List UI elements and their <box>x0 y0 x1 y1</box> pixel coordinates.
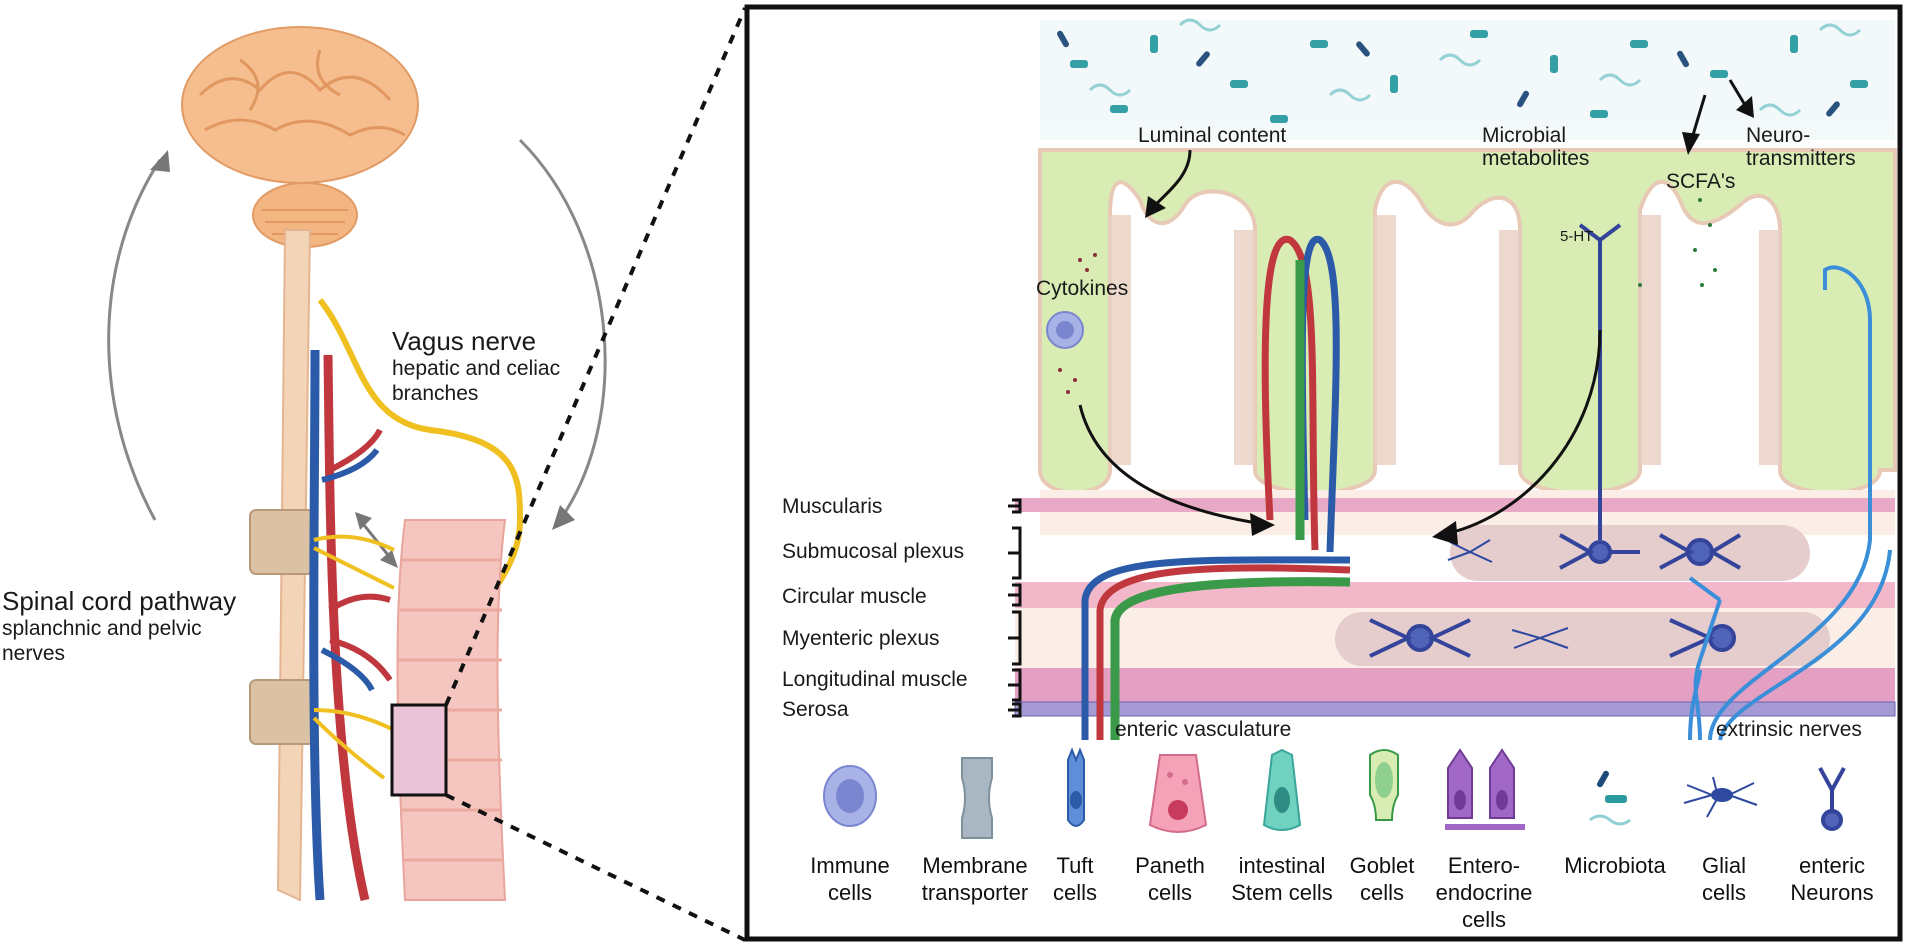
zoom-box <box>390 703 448 797</box>
vagus-nerve-subtitle: hepatic and celiac branches <box>392 357 561 405</box>
epithelium <box>1109 215 1781 465</box>
serotonin-label: 5-HT <box>1560 228 1594 245</box>
layer-serosa: Serosa <box>782 698 849 721</box>
legend-label-immune: Immune cells <box>810 853 890 905</box>
paneth-cell-icon <box>1148 754 1208 833</box>
legend-label-enteric-neurons: enteric Neurons <box>1790 853 1874 905</box>
cytokines-label: Cytokines <box>1036 277 1129 300</box>
enteric-vasculature <box>1081 235 1351 740</box>
spinal-pathway-subtitle: splanchnic and pelvic nerves <box>2 617 202 665</box>
brain-icon <box>181 26 419 248</box>
layer-myenteric-plexus: Myenteric plexus <box>782 627 940 650</box>
scfa-dots <box>1638 198 1717 287</box>
lumen-microbiota <box>1040 18 1895 140</box>
neurotransmitters-label: Neuro- transmitters <box>1746 124 1856 170</box>
artery <box>323 354 370 902</box>
enteroendocrine-cell-icon <box>1445 748 1525 830</box>
colon-icon <box>396 519 507 901</box>
spinal-pathway-title: Spinal cord pathway <box>2 586 237 616</box>
layer-circular-muscle: Circular muscle <box>782 585 927 608</box>
glial-cells <box>1447 539 1569 649</box>
vagus-nerve <box>317 298 524 621</box>
legend-label-glial: Glial cells <box>1701 853 1746 905</box>
extrinsic-nerves-label: extrinsic nerves <box>1716 718 1862 741</box>
enteric-neuron-icon <box>1818 767 1846 831</box>
layer-longitudinal-muscle: Longitudinal muscle <box>782 668 968 691</box>
legend-label-tuft: Tuft cells <box>1052 853 1097 905</box>
ascending-arrow <box>107 159 162 521</box>
serosa <box>1014 701 1896 717</box>
descending-arrow <box>518 138 607 521</box>
zoom-line-bottom <box>445 793 746 942</box>
intrinsic-neuron-fiber <box>1578 223 1622 540</box>
descending-arrowhead <box>552 505 575 530</box>
luminal-content-label: Luminal content <box>1138 124 1287 147</box>
legend-label-goblet: Goblet cells <box>1349 853 1415 905</box>
microbial-metabolites-label: Microbial metabolites <box>1482 124 1590 170</box>
legend-label-paneth: Paneth cells <box>1135 853 1205 905</box>
cytokine-dots <box>1058 253 1097 394</box>
immune-cell-icon <box>823 765 877 827</box>
local-arrow <box>358 519 394 561</box>
stem-cell-icon <box>1262 748 1302 831</box>
vagus-nerve-title: Vagus nerve <box>392 326 537 356</box>
legend-label-membrane-transporter: Membrane transporter <box>921 853 1029 905</box>
ganglion-lower <box>249 679 315 745</box>
ganglion-upper <box>249 509 315 575</box>
glial-cell-icon <box>1683 776 1758 818</box>
legend-label-stem: intestinal Stem cells <box>1231 853 1333 905</box>
membrane-transporter-icon <box>961 757 993 839</box>
extrinsic-nerve-fibers <box>1688 265 1892 741</box>
legend-label-microbiota: Microbiota <box>1564 853 1666 878</box>
ascending-arrowhead <box>150 150 170 172</box>
tuft-cell-icon <box>1067 747 1085 827</box>
layer-brackets <box>1008 498 1022 718</box>
enteric-neurons <box>1369 533 1742 658</box>
mucosa-villi <box>1038 148 1897 495</box>
vein <box>309 349 325 901</box>
layer-submucosal-plexus: Submucosal plexus <box>782 540 965 563</box>
layer-muscularis: Muscularis <box>782 495 883 518</box>
spinal-nerve-fibers <box>312 534 395 780</box>
legend-label-enteroendocrine: Entero- endocrine cells <box>1435 853 1533 932</box>
microbiota-icon <box>1589 770 1631 826</box>
muscularis-mucosae <box>1015 498 1895 512</box>
enteric-vasculature-label: enteric vasculature <box>1115 718 1292 741</box>
scfa-label: SCFA's <box>1666 170 1736 193</box>
zoom-line-top <box>444 7 747 706</box>
goblet-cell-icon <box>1369 749 1399 821</box>
